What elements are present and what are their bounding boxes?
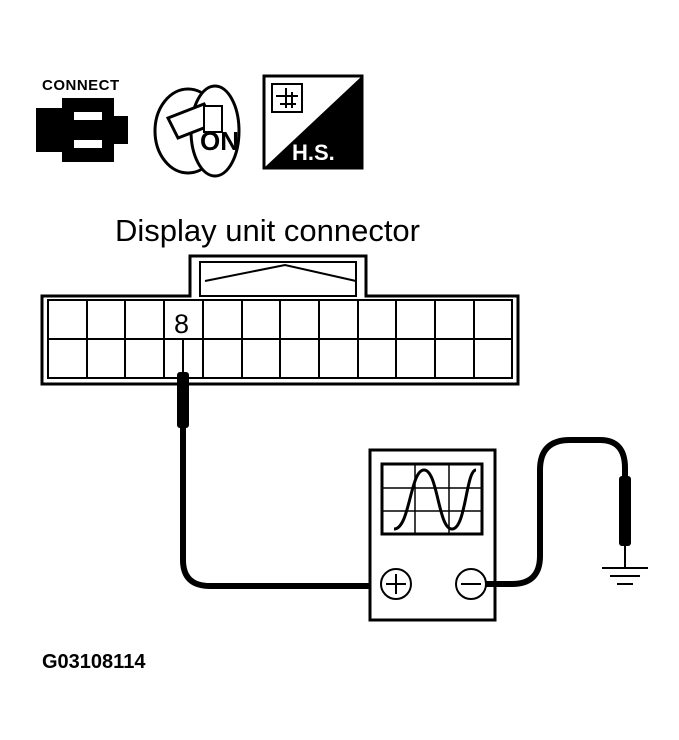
ground-icon [602, 567, 648, 585]
positive-terminal-icon [380, 568, 412, 600]
connect-label: CONNECT [42, 77, 120, 94]
oscilloscope [368, 448, 497, 622]
hs-icon: H.S. [262, 74, 364, 170]
connector-pin-grid [47, 299, 513, 379]
connect-icon: CONNECT [36, 77, 128, 162]
display-unit-connector: 8 [40, 254, 520, 386]
connector-title: Display unit connector [115, 213, 420, 248]
positive-probe [177, 339, 382, 589]
pin-label: 8 [174, 309, 189, 339]
figure-id: G03108114 [42, 651, 146, 673]
waveform [393, 468, 477, 531]
negative-terminal-icon [455, 568, 487, 600]
hs-label: H.S. [292, 140, 335, 165]
ignition-key-on-icon: ON [153, 84, 241, 178]
negative-probe [486, 437, 631, 587]
ignition-label: ON [200, 126, 239, 156]
oscilloscope-screen-grid [382, 464, 482, 534]
